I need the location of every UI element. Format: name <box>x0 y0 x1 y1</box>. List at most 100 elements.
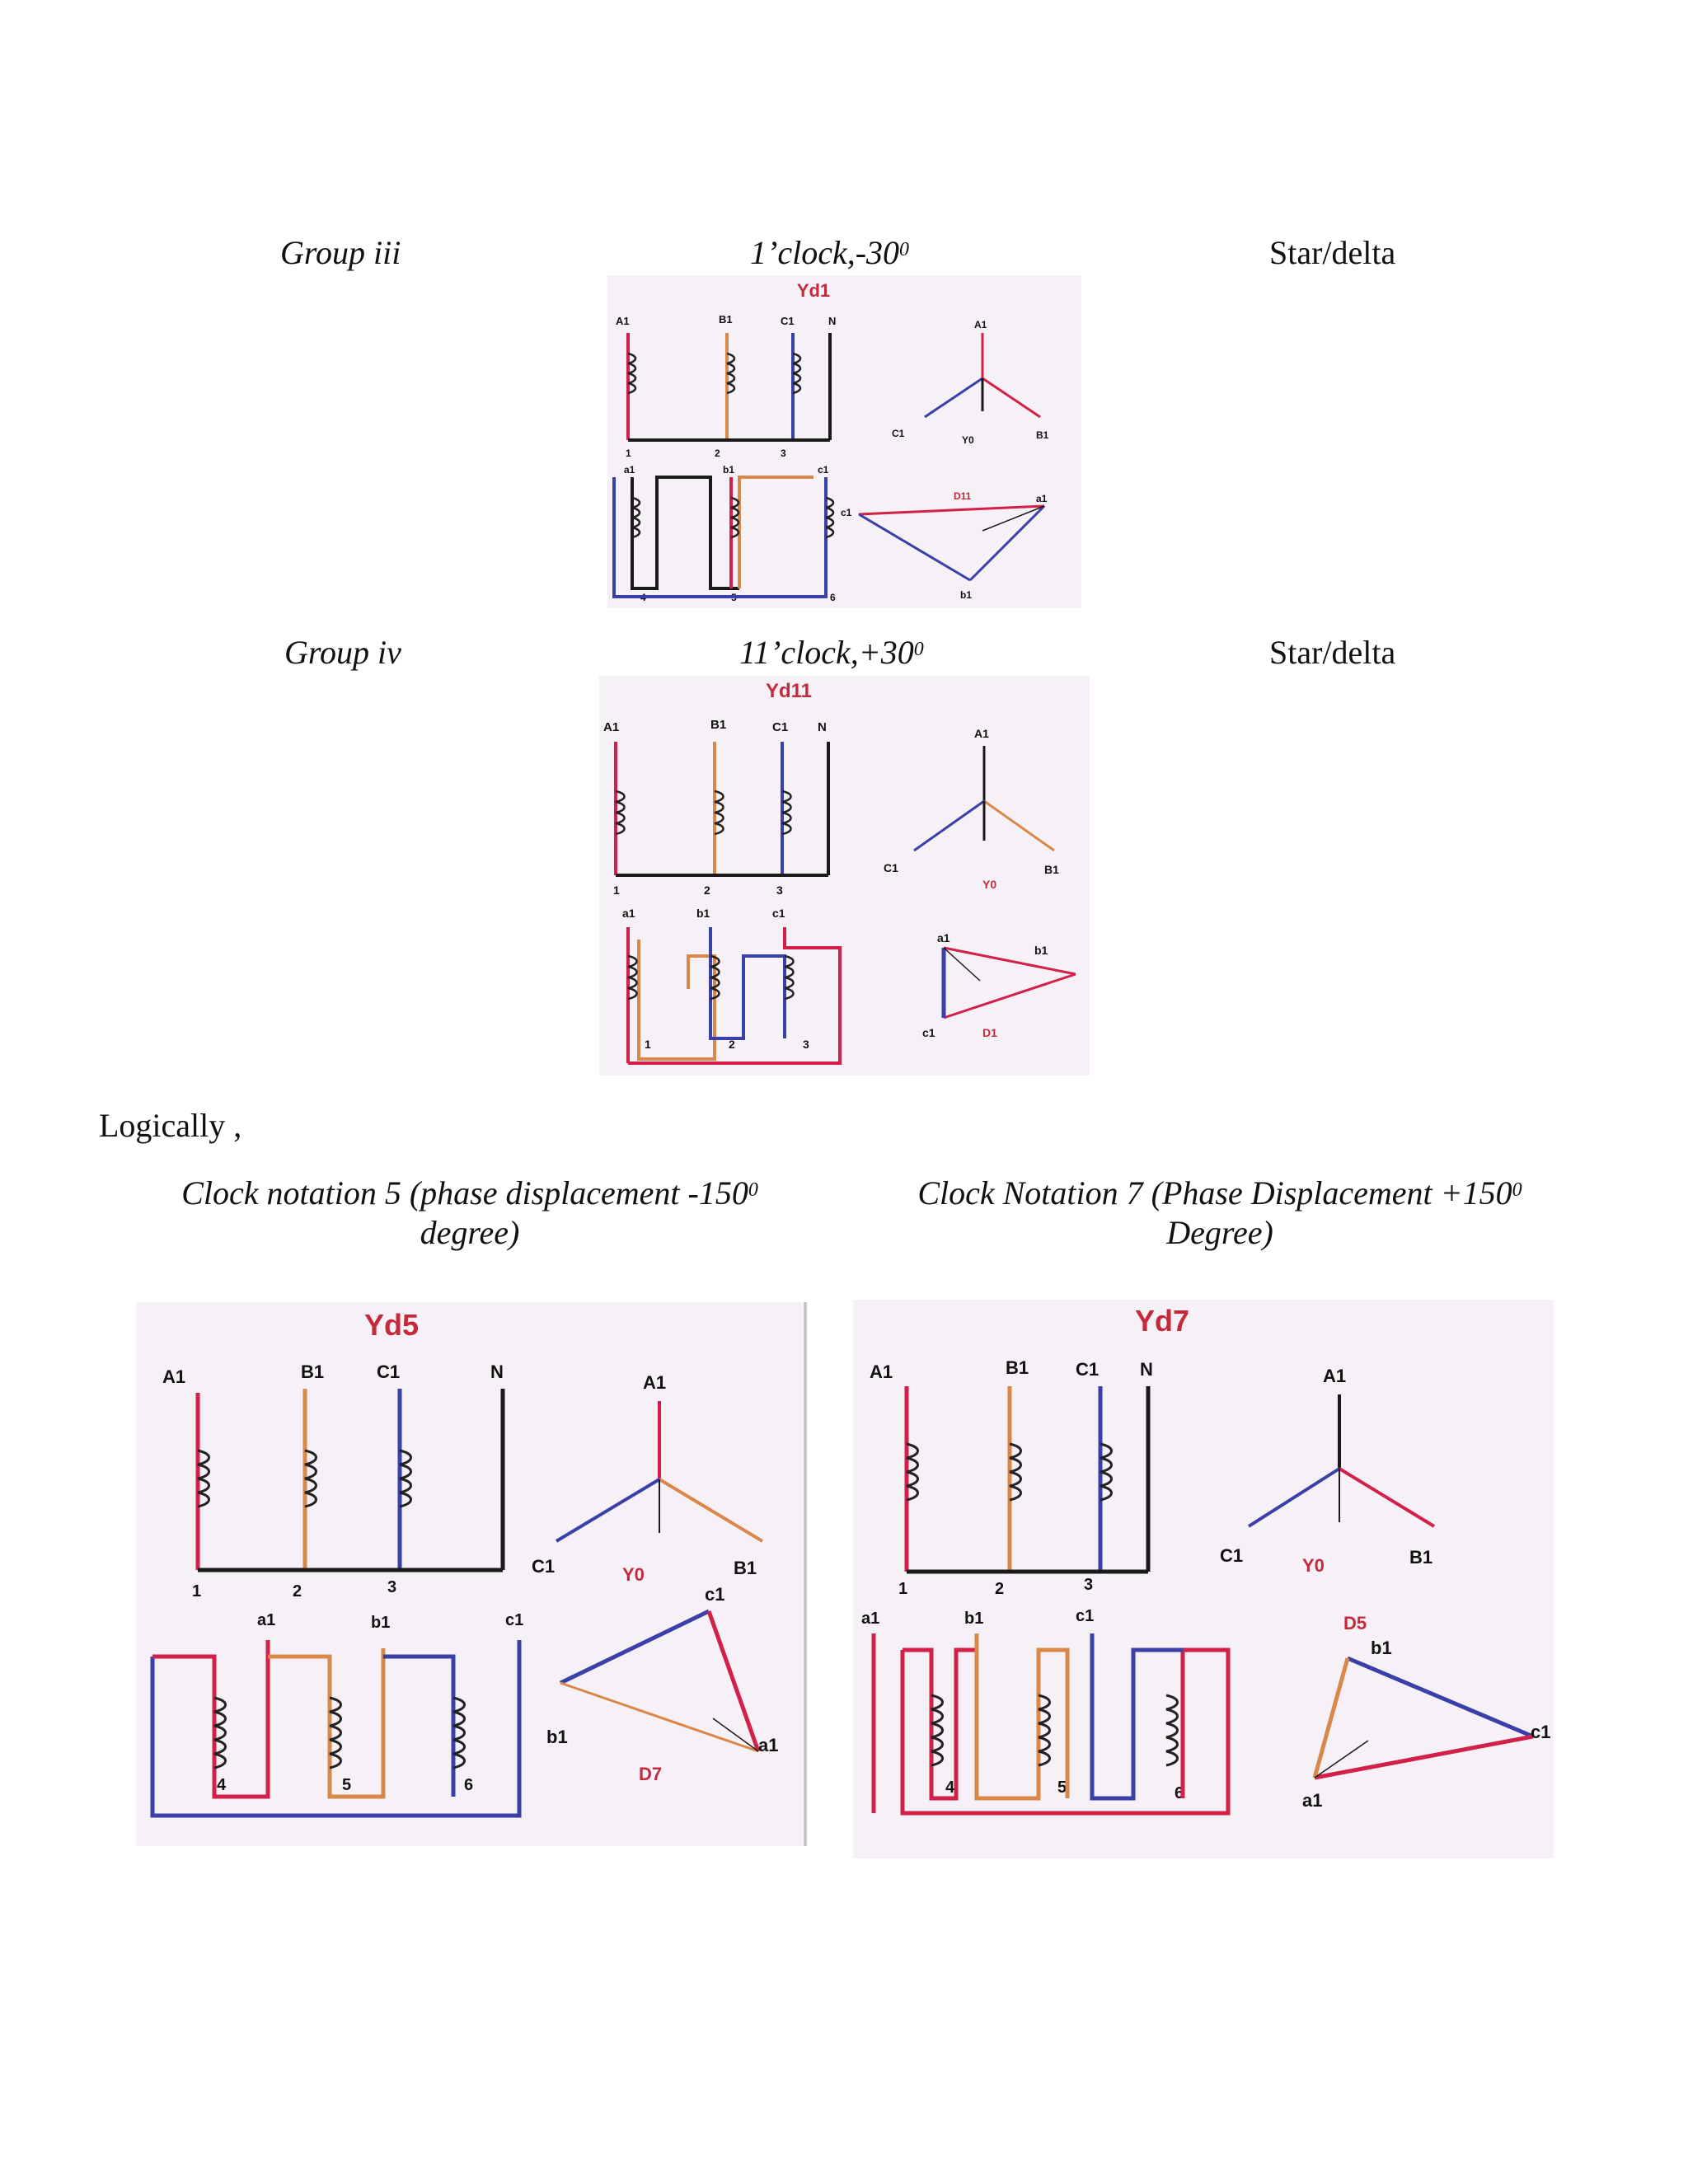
yd7-diagram: Yd7 A1 B1 C1 N 1 2 3 a1 b1 c1 4 5 6 <box>853 1300 1554 1858</box>
yd7-lv-b: b1 <box>964 1610 983 1628</box>
yd7-star-phasor <box>1247 1394 1436 1528</box>
yd7-lvnum-5: 5 <box>1057 1779 1067 1797</box>
yd5-num-3: 3 <box>387 1578 396 1596</box>
yd7-num-3: 3 <box>1084 1576 1093 1594</box>
yd7-hv-b: B1 <box>1006 1357 1029 1378</box>
yd5-star-phasor <box>555 1401 764 1543</box>
group-iii-clock: 1’clock,-300 <box>750 234 910 271</box>
yd11-title: Yd11 <box>766 680 812 702</box>
yd5-delta-c: c1 <box>705 1584 724 1605</box>
yd1-hv-b: B1 <box>719 313 733 326</box>
yd1-delta-phasor <box>858 504 1046 582</box>
yd5-hv-coils <box>197 1449 412 1508</box>
yd5-lv-coils <box>213 1696 466 1769</box>
yd11-lvnum-3: 3 <box>803 1038 809 1051</box>
yd11-star-a: A1 <box>974 727 989 740</box>
yd1-hv-n: N <box>828 315 836 327</box>
yd11-lvnum-1: 1 <box>645 1038 651 1051</box>
yd11-star-n: Y0 <box>982 878 996 891</box>
yd5-lv-b: b1 <box>371 1614 390 1632</box>
yd1-num-3: 3 <box>781 448 786 459</box>
yd7-hv-coils <box>906 1442 1113 1502</box>
yd11-hv-a: A1 <box>603 720 619 734</box>
yd11-num-3: 3 <box>776 883 783 897</box>
yd1-delta-c: c1 <box>841 507 852 518</box>
clock-notation-5-caption: Clock notation 5 (phase displacement -15… <box>181 1174 758 1251</box>
yd11-delta-a: a1 <box>937 931 950 944</box>
yd7-delta-c: c1 <box>1531 1722 1550 1742</box>
yd11-delta-c: c1 <box>922 1026 935 1039</box>
yd5-hv-a: A1 <box>162 1366 185 1387</box>
yd7-star-n: Y0 <box>1302 1555 1325 1576</box>
yd11-lv-a: a1 <box>622 907 635 920</box>
yd7-delta-phasor <box>1312 1656 1534 1780</box>
yd1-star-c: C1 <box>892 428 905 439</box>
yd1-lvnum-6: 6 <box>830 592 836 603</box>
yd7-star-b: B1 <box>1409 1547 1432 1568</box>
yd5-star-c: C1 <box>532 1556 555 1577</box>
yd5-delta-phasor <box>559 1609 761 1753</box>
yd1-hv-c: C1 <box>781 315 795 327</box>
yd5-num-1: 1 <box>192 1582 201 1601</box>
yd1-title: Yd1 <box>797 280 830 301</box>
yd7-delta-a: a1 <box>1302 1790 1322 1811</box>
group-iv-type: Star/delta <box>1269 634 1396 671</box>
yd5-star-n: Y0 <box>622 1564 645 1585</box>
yd11-delta-b: b1 <box>1034 944 1048 957</box>
yd5-lvnum-5: 5 <box>342 1776 351 1794</box>
yd1-star-b: B1 <box>1036 429 1049 441</box>
yd11-hv-n: N <box>818 720 827 734</box>
group-iii-type: Star/delta <box>1269 234 1396 271</box>
yd5-delta-b: b1 <box>546 1727 568 1747</box>
yd1-num-1: 1 <box>626 448 631 459</box>
yd1-lv-a: a1 <box>624 464 635 476</box>
yd5-star-b: B1 <box>734 1558 757 1578</box>
group-iii-label: Group iii <box>280 234 401 271</box>
yd7-num-1: 1 <box>898 1580 907 1598</box>
clock-notation-7-caption: Clock Notation 7 (Phase Displacement +15… <box>917 1174 1522 1251</box>
yd7-delta-b: b1 <box>1371 1638 1392 1658</box>
logically-text: Logically , <box>99 1107 242 1144</box>
yd1-lv-c: c1 <box>818 464 829 476</box>
yd7-lv-a: a1 <box>861 1610 879 1628</box>
yd11-delta-name: D1 <box>982 1026 997 1039</box>
yd11-hv-coils <box>615 790 792 836</box>
yd11-star-phasor <box>913 746 1055 852</box>
yd1-delta-b: b1 <box>960 589 972 601</box>
yd5-num-2: 2 <box>293 1582 302 1601</box>
yd5-hv-c: C1 <box>377 1361 400 1382</box>
yd7-lvnum-4: 4 <box>945 1779 955 1797</box>
yd5-lvnum-4: 4 <box>217 1776 227 1794</box>
yd11-hv-b: B1 <box>710 718 726 732</box>
yd7-lvnum-6: 6 <box>1175 1784 1184 1802</box>
yd11-hv-c: C1 <box>772 720 788 734</box>
yd7-delta-name: D5 <box>1343 1613 1367 1633</box>
yd1-star-n: Y0 <box>962 434 974 446</box>
yd11-lvnum-2: 2 <box>729 1038 735 1051</box>
yd5-diagram: Yd5 A1 B1 C1 N 1 2 3 a1 b1 c1 4 5 6 <box>136 1302 808 1846</box>
yd11-num-1: 1 <box>613 883 620 897</box>
yd7-lv-coils <box>931 1694 1179 1767</box>
yd7-lv-c: c1 <box>1076 1607 1094 1625</box>
yd7-hv-a: A1 <box>870 1361 893 1382</box>
yd11-star-b: B1 <box>1044 863 1059 876</box>
yd5-lvnum-6: 6 <box>464 1776 473 1794</box>
yd5-delta-a: a1 <box>758 1735 778 1755</box>
yd7-hv-n: N <box>1140 1359 1153 1380</box>
yd5-lv-a: a1 <box>257 1611 275 1629</box>
yd11-star-c: C1 <box>884 861 898 874</box>
yd1-delta-name: D11 <box>954 490 972 502</box>
yd11-lv-c: c1 <box>772 907 785 920</box>
group-iv-label: Group iv <box>284 634 401 671</box>
yd1-diagram: Yd1 A1 B1 C1 N 1 2 3 a1 b1 c1 4 5 6 <box>607 275 1081 608</box>
yd1-num-2: 2 <box>715 448 720 459</box>
yd7-star-a: A1 <box>1323 1366 1346 1386</box>
yd5-hv-n: N <box>490 1361 504 1382</box>
yd7-title: Yd7 <box>1135 1304 1189 1338</box>
yd7-hv-c: C1 <box>1076 1359 1099 1380</box>
yd11-lv-b: b1 <box>696 907 710 920</box>
yd5-title: Yd5 <box>364 1308 419 1342</box>
yd1-lv-coils <box>631 496 835 539</box>
yd1-delta-a: a1 <box>1036 493 1048 504</box>
yd1-lv-b: b1 <box>723 464 734 476</box>
